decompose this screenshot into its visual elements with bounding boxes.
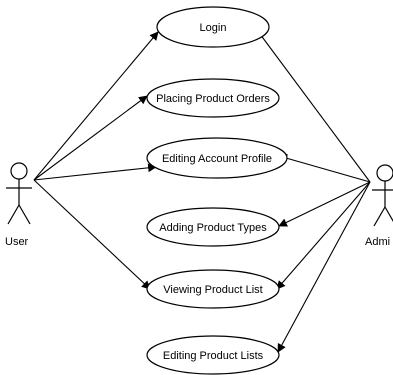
use-case-login-ellipse [156, 6, 270, 48]
use-case-placing-label: Placing Product Orders [156, 93, 270, 105]
actor-user-head-icon [10, 162, 28, 180]
use-case-editing-account-profile: Editing Account Profile [146, 137, 288, 179]
association-admin-editing-lists [277, 181, 371, 353]
use-case-placing-ellipse [146, 78, 280, 118]
use-case-adding-types-ellipse [146, 207, 280, 247]
use-case-viewing-list-label: Viewing Product List [163, 284, 262, 296]
association-user-viewing-list [33, 179, 151, 290]
use-case-adding-product-types: Adding Product Types [146, 207, 280, 247]
use-case-login: Login [156, 6, 270, 48]
use-case-adding-types-label: Adding Product Types [159, 222, 267, 234]
actor-user-label: User [5, 236, 29, 248]
use-case-viewing-list-ellipse [146, 269, 280, 309]
associations [33, 29, 371, 353]
use-case-viewing-product-list: Viewing Product List [146, 269, 280, 309]
actor-user-right-leg [18, 204, 31, 225]
association-user-login [33, 31, 159, 181]
association-user-editing-account [33, 163, 157, 181]
actor-admin-label: Admi [365, 236, 390, 248]
use-case-editing-product-lists: Editing Product Lists [146, 335, 280, 375]
association-admin-editing-account [278, 153, 371, 183]
association-user-placing [33, 95, 148, 181]
actor-admin-right-leg [384, 206, 393, 223]
association-admin-viewing-list [276, 181, 371, 290]
actor-admin [372, 164, 393, 227]
use-case-editing-lists-ellipse [146, 335, 280, 375]
actor-admin-left-leg [373, 206, 386, 227]
use-case-editing-account-ellipse [146, 137, 288, 179]
actor-admin-head-icon [376, 164, 393, 182]
use-case-editing-lists-label: Editing Product Lists [163, 350, 264, 362]
use-case-placing-product-orders: Placing Product Orders [146, 78, 280, 118]
use-case-login-label: Login [200, 22, 227, 34]
actor-user-left-leg [7, 204, 20, 225]
use-case-editing-account-label: Editing Account Profile [162, 153, 272, 165]
association-admin-adding-types [278, 181, 371, 227]
association-admin-login [256, 29, 371, 183]
actor-user [6, 162, 32, 225]
